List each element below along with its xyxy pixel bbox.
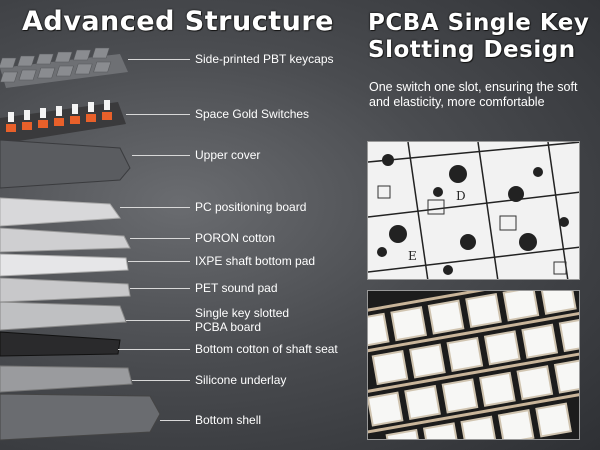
exploded-keyboard-illustration: [0, 47, 161, 441]
pcba-title-line-1: PCBA Single Key: [368, 10, 590, 36]
leader-line: [128, 59, 190, 60]
label-ixpe: IXPE shaft bottom pad: [195, 254, 316, 268]
pcb-board-illustration: D E: [368, 142, 579, 279]
keycaps-layer: [0, 47, 128, 88]
label-bottom-cotton: Bottom cotton of shaft seat: [195, 342, 338, 356]
leader-line: [130, 288, 190, 289]
pc-board-layer: [0, 197, 121, 227]
label-poron: PORON cotton: [195, 231, 276, 245]
label-switches: Space Gold Switches: [195, 107, 310, 121]
label-pet: PET sound pad: [195, 281, 278, 295]
ixpe-layer: [0, 253, 129, 277]
label-upper-cover: Upper cover: [195, 148, 261, 162]
label-pc-board: PC positioning board: [195, 200, 307, 214]
leader-line: [126, 114, 190, 115]
bottom-shell-layer: [0, 393, 161, 441]
poron-layer: [0, 227, 131, 253]
label-pcba-line2: PCBA board: [195, 320, 262, 334]
pcba-title-line-2: Slotting Design: [368, 37, 576, 63]
slotted-board-illustration: [368, 291, 579, 439]
leader-line: [128, 261, 190, 262]
label-keycaps: Side-printed PBT keycaps: [195, 52, 334, 66]
upper-cover-layer: [0, 139, 131, 189]
switches-layer: [0, 100, 126, 144]
leader-line: [126, 320, 190, 321]
silicone-layer: [0, 365, 133, 393]
leader-line: [120, 207, 190, 208]
pet-layer: [0, 277, 131, 303]
section-title-advanced-structure: Advanced Structure: [22, 6, 334, 37]
label-silicone: Silicone underlay: [195, 373, 287, 387]
leader-line: [160, 420, 190, 421]
pcb-letter-d: D: [456, 189, 466, 203]
bottom-cotton-layer: [0, 331, 121, 357]
label-bottom-shell: Bottom shell: [195, 413, 262, 427]
leader-line: [118, 349, 190, 350]
pcb-closeup-image: D E: [367, 141, 580, 280]
label-pcba-line1: Single key slotted: [195, 306, 290, 320]
pcba-layer: [0, 301, 127, 331]
slotted-board-image: [367, 290, 580, 440]
pcb-letter-e: E: [408, 249, 417, 263]
section-title-pcba: PCBA Single Key Slotting Design: [368, 10, 598, 64]
leader-line: [132, 155, 190, 156]
leader-line: [132, 380, 190, 381]
leader-line: [130, 238, 190, 239]
pcba-description: One switch one slot, ensuring the soft a…: [369, 80, 578, 109]
